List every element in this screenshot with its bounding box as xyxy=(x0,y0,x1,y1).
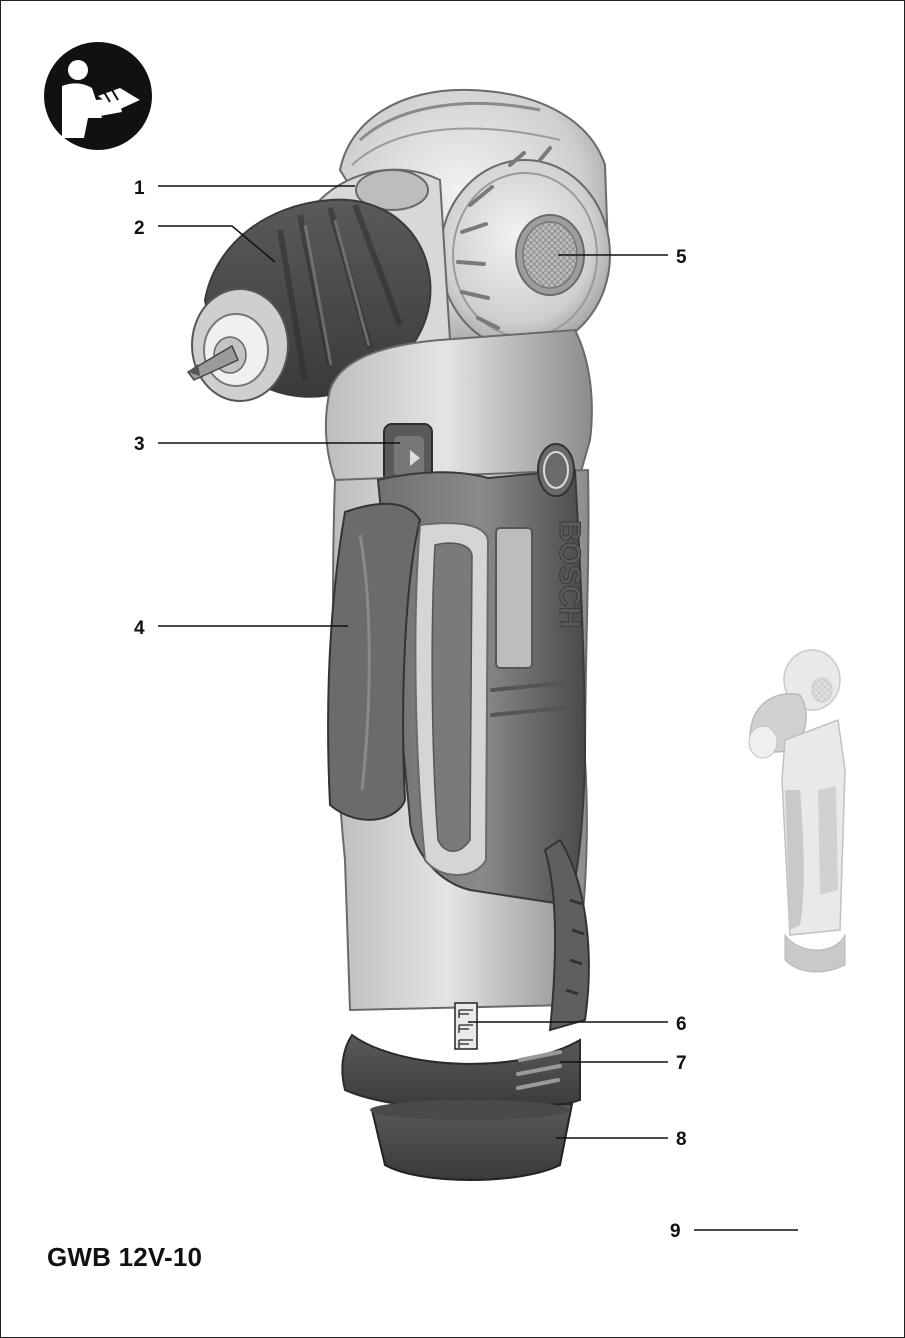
svg-text:4: 4 xyxy=(134,618,145,639)
bosch-logo: BOSCH xyxy=(537,443,586,629)
svg-text:9: 9 xyxy=(670,1221,681,1242)
svg-text:BOSCH: BOSCH xyxy=(553,520,586,628)
battery-pack xyxy=(370,1100,574,1181)
svg-text:7: 7 xyxy=(676,1053,687,1074)
callout-8: 8 xyxy=(556,1129,687,1150)
callout-7: 7 xyxy=(560,1053,687,1074)
keyless-chuck xyxy=(186,198,432,402)
callout-2: 2 xyxy=(134,218,276,263)
callout-4: 4 xyxy=(134,618,348,639)
rotation-switch xyxy=(383,423,433,485)
svg-text:5: 5 xyxy=(676,247,687,268)
callout-3: 3 xyxy=(134,434,400,455)
bare-tool-preview xyxy=(748,649,846,973)
read-manual-icon xyxy=(44,42,152,150)
callout-5: 5 xyxy=(558,247,687,268)
callout-6: 6 xyxy=(468,1014,687,1035)
svg-text:3: 3 xyxy=(134,434,145,455)
battery-release-button xyxy=(516,1050,562,1090)
svg-text:2: 2 xyxy=(134,218,145,239)
callout-9: 9 xyxy=(670,1221,798,1242)
svg-text:1: 1 xyxy=(134,178,145,199)
charge-indicator xyxy=(454,1002,478,1050)
callout-1: 1 xyxy=(134,178,355,199)
svg-text:6: 6 xyxy=(676,1014,687,1035)
on-off-switch xyxy=(327,502,422,821)
model-name: GWB 12V-10 xyxy=(47,1242,203,1272)
main-tool: BOSCH xyxy=(186,88,611,1181)
svg-text:8: 8 xyxy=(676,1129,687,1150)
